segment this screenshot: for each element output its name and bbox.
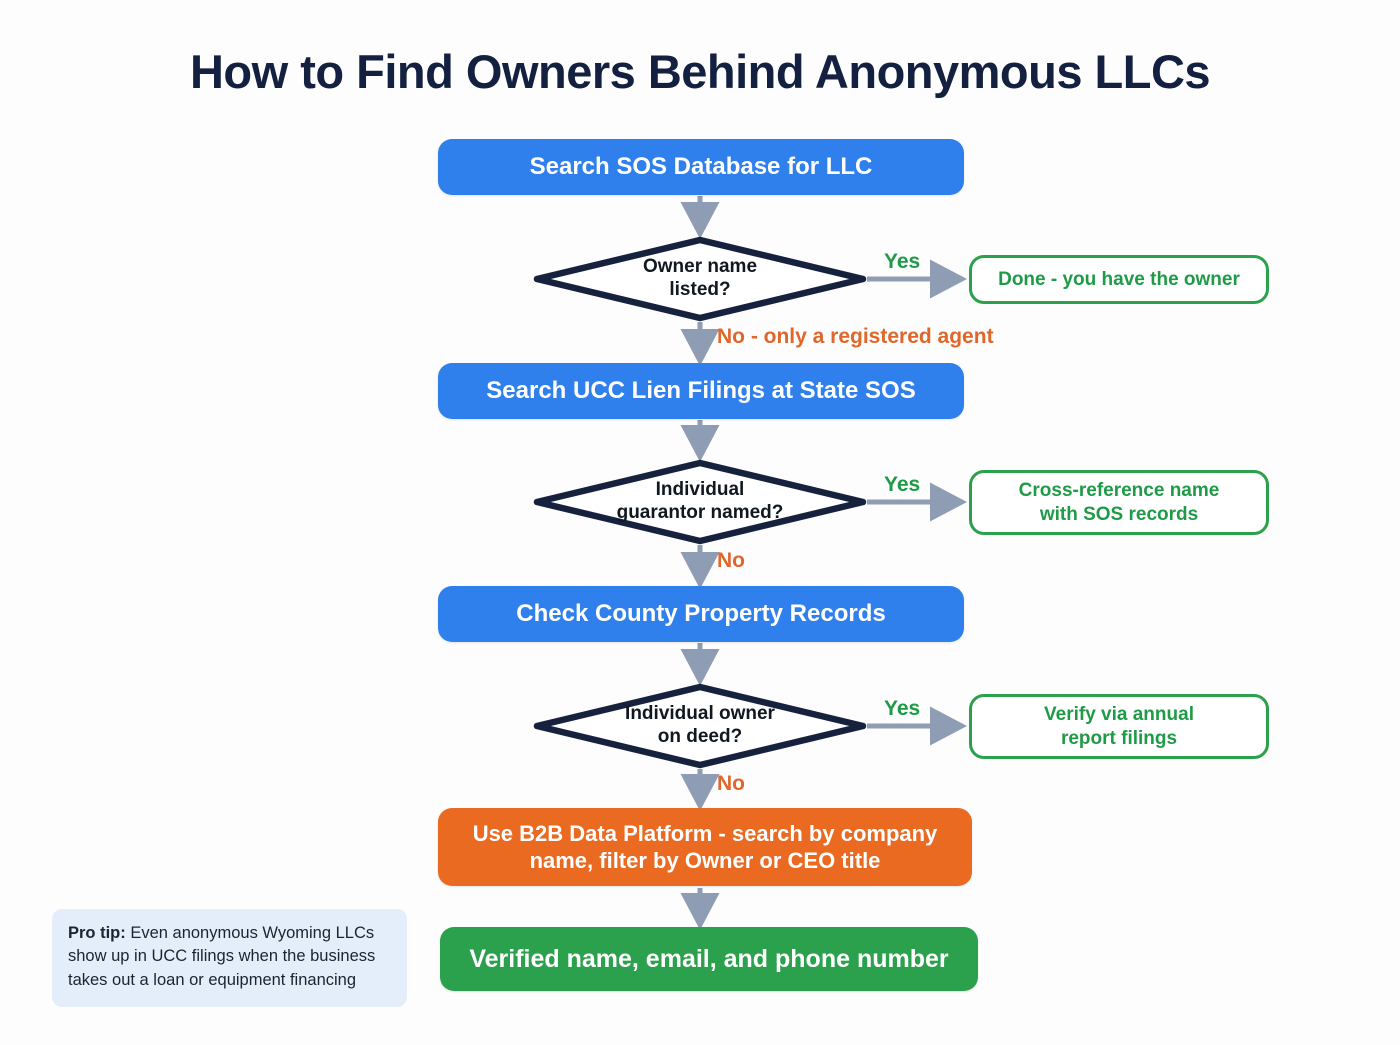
diamond-shape — [533, 236, 867, 322]
pro-tip-callout: Pro tip: Even anonymous Wyoming LLCs sho… — [52, 909, 407, 1008]
outcome-done-owner[interactable]: Done - you have the owner — [969, 255, 1269, 304]
decision-owner-on-deed[interactable]: Individual owner on deed? — [533, 683, 867, 769]
edge-label-yes-3: Yes — [884, 697, 921, 720]
pro-tip-body: Even anonymous Wyoming LLCs show up in U… — [68, 924, 376, 989]
edge-label-yes-1: Yes — [884, 250, 921, 273]
step-search-sos[interactable]: Search SOS Database for LLC — [438, 139, 964, 195]
step-b2b-platform[interactable]: Use B2B Data Platform - search by compan… — [438, 808, 972, 886]
outcome-verify-annual-line2: report filings — [1060, 727, 1178, 749]
step-search-ucc[interactable]: Search UCC Lien Filings at State SOS — [438, 363, 964, 419]
page-title: How to Find Owners Behind Anonymous LLCs — [189, 45, 1211, 98]
outcome-cross-ref[interactable]: Cross-reference name with SOS records — [969, 470, 1269, 535]
pro-tip-lead: Pro tip: — [68, 924, 126, 942]
decision-owner-name[interactable]: Owner name listed? — [533, 236, 867, 322]
diamond-shape — [533, 683, 867, 769]
edge-label-no-1: No - only a registered agent — [717, 325, 994, 348]
outcome-cross-ref-line1: Cross-reference name — [1018, 480, 1220, 502]
step-check-county[interactable]: Check County Property Records — [438, 586, 964, 642]
step-search-sos-label: Search SOS Database for LLC — [529, 153, 873, 181]
step-check-county-label: Check County Property Records — [516, 600, 886, 628]
outcome-verify-annual-line1: Verify via annual — [1044, 704, 1194, 726]
edge-label-no-2: No — [717, 549, 745, 572]
outcome-cross-ref-line2: with SOS records — [1039, 503, 1199, 525]
outcome-done-owner-line1: Done - you have the owner — [998, 268, 1240, 290]
decision-guarantor[interactable]: Individual guarantor named? — [533, 459, 867, 545]
outcome-verify-annual[interactable]: Verify via annual report filings — [969, 694, 1269, 759]
step-verified-contact-label: Verified name, email, and phone number — [469, 944, 949, 973]
diamond-shape — [533, 459, 867, 545]
edge-label-yes-2: Yes — [884, 473, 921, 496]
step-verified-contact[interactable]: Verified name, email, and phone number — [440, 927, 978, 991]
step-b2b-platform-label: Use B2B Data Platform - search by compan… — [472, 820, 938, 873]
step-search-ucc-label: Search UCC Lien Filings at State SOS — [486, 377, 916, 405]
edge-label-no-3: No — [717, 772, 745, 795]
